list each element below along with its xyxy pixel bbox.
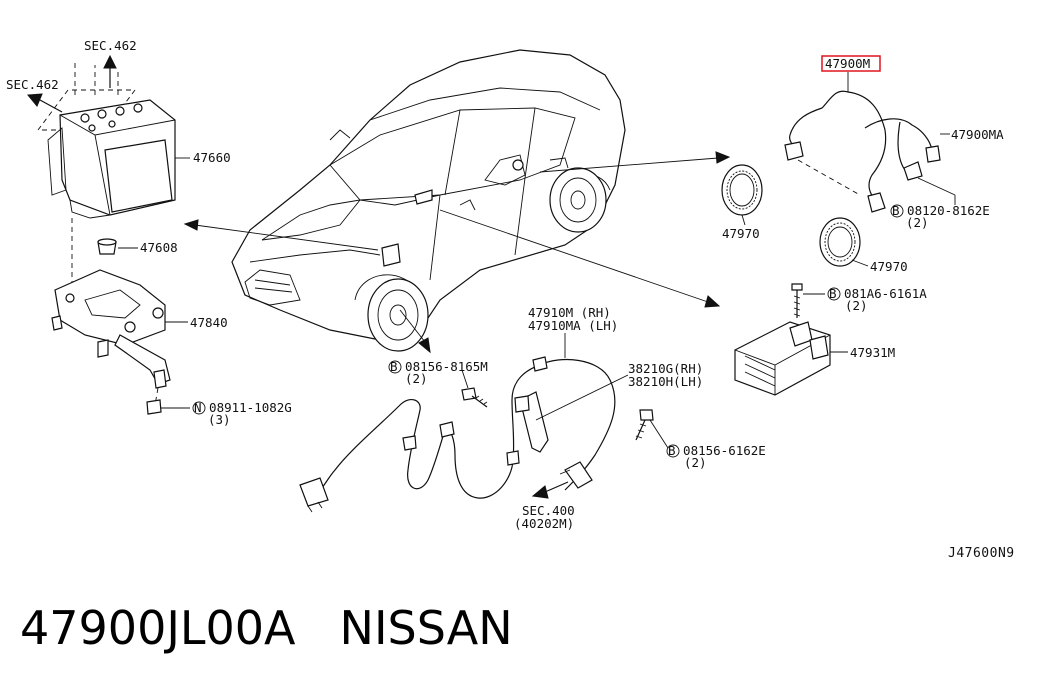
label-47608: 47608 bbox=[140, 240, 178, 255]
bolt-symbol-b4 bbox=[666, 444, 680, 458]
tone-ring-47970-b bbox=[819, 217, 861, 267]
bolt-081a6 bbox=[791, 283, 825, 318]
brand-name: NISSAN bbox=[339, 601, 513, 655]
yaw-rate-sensor-47931m bbox=[734, 321, 831, 396]
label-38210-rh: 38210G(RH) bbox=[628, 361, 703, 376]
label-081a6-qty: (2) bbox=[845, 298, 868, 313]
tone-ring-47970-a bbox=[721, 164, 763, 216]
label-08156-8165m-qty: (2) bbox=[405, 371, 428, 386]
label-081a6: B 081A6-6161A bbox=[829, 286, 927, 301]
abs-actuator-47660 bbox=[37, 60, 176, 219]
bracket-47840 bbox=[51, 269, 171, 415]
bolt-symbol-b2 bbox=[827, 287, 841, 301]
grommet-47608 bbox=[71, 218, 117, 290]
label-47660: 47660 bbox=[193, 150, 231, 165]
label-08156-8165m: B 08156-8165M bbox=[390, 359, 488, 374]
label-08911: N 08911-1082G bbox=[194, 400, 292, 415]
highlight-box-47900m bbox=[821, 55, 881, 72]
part-number: 47900JL00A bbox=[20, 601, 296, 655]
bolt-symbol-b3 bbox=[388, 360, 402, 374]
label-47910-lh: 47910MA (LH) bbox=[528, 318, 618, 333]
label-08156-6162e-qty: (2) bbox=[684, 455, 707, 470]
label-47970-b: 47970 bbox=[870, 259, 908, 274]
label-47900ma: 47900MA bbox=[951, 127, 1004, 142]
label-sec400-ref: (40202M) bbox=[514, 516, 574, 531]
label-08911-qty: (3) bbox=[208, 412, 231, 427]
part-caption: 47900JL00A NISSAN bbox=[20, 598, 1020, 668]
label-47970-a: 47970 bbox=[722, 226, 760, 241]
label-sec400: SEC.400 bbox=[522, 503, 575, 518]
label-08120: B 08120-8162E bbox=[892, 203, 990, 218]
leader-lines bbox=[183, 151, 731, 354]
label-sec462-left: SEC.462 bbox=[6, 77, 59, 92]
sec-arrow-left bbox=[27, 93, 63, 113]
front-wheel-sensor-harness bbox=[299, 356, 616, 513]
diagram-code: J47600N9 bbox=[948, 546, 1015, 561]
label-47840: 47840 bbox=[190, 315, 228, 330]
sec400-arrow bbox=[531, 481, 569, 499]
label-47900m: 47900M bbox=[825, 56, 870, 71]
rear-wheel-sensor-47900m bbox=[784, 72, 887, 213]
label-47931m: 47931M bbox=[850, 345, 895, 360]
label-38210-lh: 38210H(LH) bbox=[628, 374, 703, 389]
bolt-08156-6162e bbox=[635, 409, 654, 441]
vehicle-illustration bbox=[231, 49, 626, 352]
label-08120-qty: (2) bbox=[906, 215, 929, 230]
nut-symbol-n bbox=[192, 401, 206, 415]
label-sec462-top: SEC.462 bbox=[84, 38, 137, 53]
rear-wheel-sensor-47900ma bbox=[864, 118, 941, 181]
bolt-08156-8165m bbox=[461, 387, 488, 408]
sec-arrow-up bbox=[103, 54, 117, 88]
bolt-symbol-b bbox=[890, 204, 904, 218]
label-47910-rh: 47910M (RH) bbox=[528, 305, 611, 320]
label-08156-6162e: B 08156-6162E bbox=[668, 443, 766, 458]
